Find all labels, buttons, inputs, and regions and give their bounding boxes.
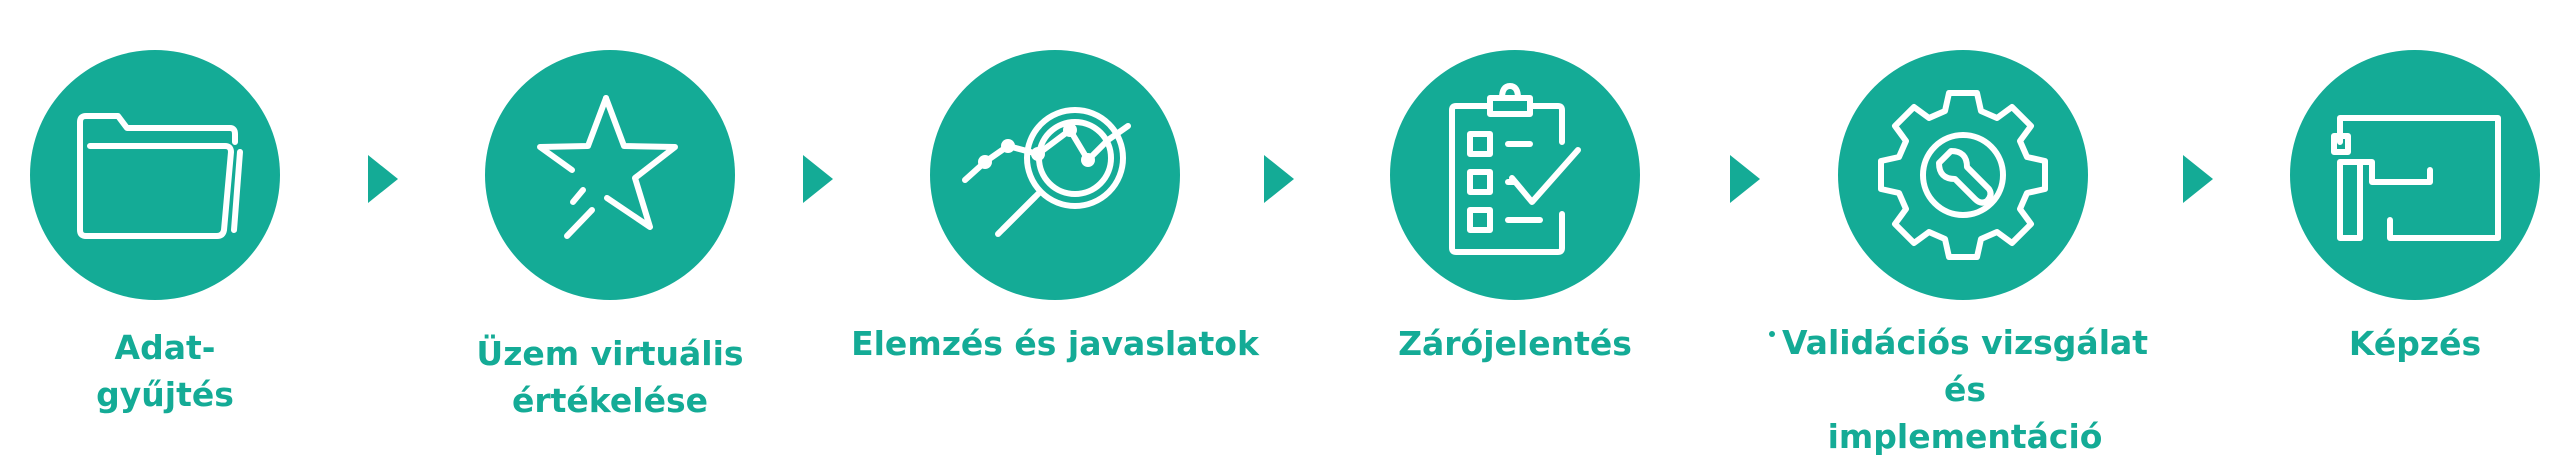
checklist-clipboard-icon [1449,83,1581,255]
label-bullet [1769,331,1775,337]
magnifier-chart-icon [962,107,1131,237]
step-2-label: Üzem virtuális értékelése [476,334,744,420]
arrow-5 [2183,155,2213,203]
arrow-2 [803,155,833,203]
arrow-3 [1264,155,1294,203]
arrow-4 [1730,155,1760,203]
step-4-label: Zárójelentés [1398,324,1632,363]
arrow-1 [368,155,398,203]
step-2-circle [485,50,735,300]
folder-icon [77,113,243,239]
step-5-circle [1838,50,2088,300]
step-4-circle [1390,50,1640,300]
gear-wrench-icon [1878,90,2048,260]
star-icon [537,95,678,239]
step-3-label: Elemzés és javaslatok [851,324,1259,363]
step-1-label: Adat- gyűjtés [96,328,234,414]
step-6-circle [2290,50,2540,300]
presentation-board-icon [2331,115,2501,241]
step-3-circle [930,50,1180,300]
step-5-label: Validációs vizsgálat és implementáció [1781,323,2149,456]
step-6-label: Képzés [2348,324,2482,363]
step-1-circle [30,50,280,300]
